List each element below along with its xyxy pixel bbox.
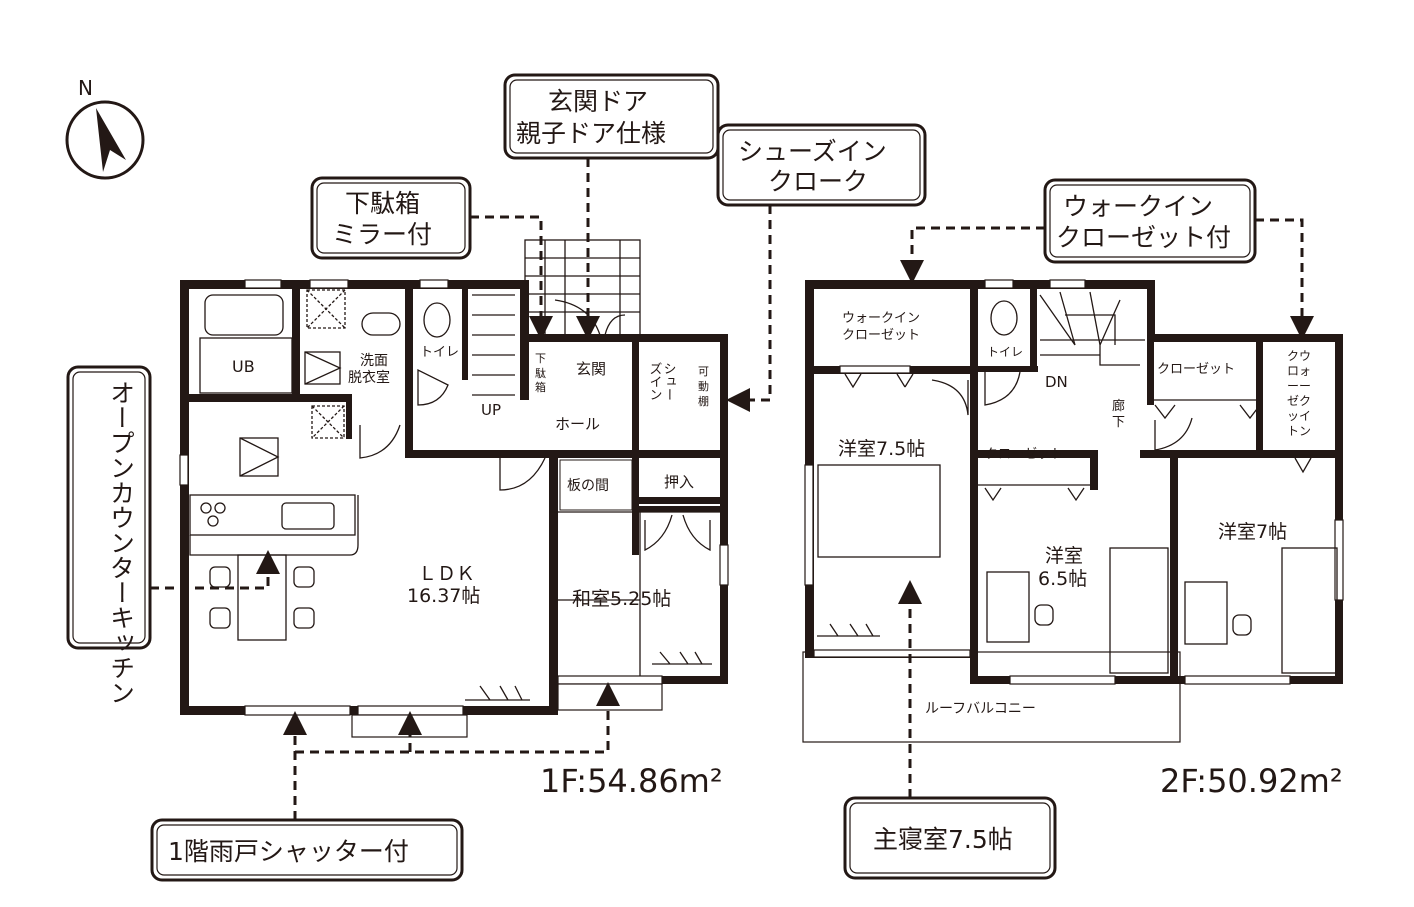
room-washitsu-label: 和室5.25帖 xyxy=(572,588,671,610)
sink-icon xyxy=(281,502,335,530)
floor1-room-labels: UB 洗面 脱衣室 トイレ UP 下 駄 箱 玄関 シュー ズイン 可 動 棚 … xyxy=(232,345,709,610)
callout-text: オープンカウンターキッチン xyxy=(107,380,136,705)
callout-shutter: 1階雨戸シャッター付 xyxy=(150,818,464,882)
room-oshiire-label: 押入 xyxy=(664,473,694,491)
floor2-windows xyxy=(804,279,1344,685)
movable-shelf-label-2: 動 xyxy=(698,379,709,393)
wic-vertical-3: ーー xyxy=(1287,379,1311,393)
room-ldk-label: ＬＤＫ xyxy=(418,563,475,585)
washing-machine-icon xyxy=(304,351,341,385)
refrigerator-icon xyxy=(239,437,279,477)
callout-entrance-door: 玄関ドア 親子ドア仕様 xyxy=(503,73,720,160)
wic-vertical-5: ッイ xyxy=(1287,409,1311,423)
shoes-cloak-label-2: ズイン xyxy=(647,362,662,401)
callout-text: クローク xyxy=(768,167,868,196)
callout-walk-in-closet: ウォークイン クローゼット付 xyxy=(1043,178,1257,264)
movable-shelf-label-1: 可 xyxy=(698,365,709,378)
stairs-up-label: UP xyxy=(481,401,501,419)
bed-icon-2 xyxy=(1109,547,1169,674)
balcony-label: ルーフバルコニー xyxy=(925,701,1036,717)
room-ldk-size: 16.37帖 xyxy=(407,585,480,607)
stairs-down-label: DN xyxy=(1045,373,1068,391)
callout-master-bedroom: 主寝室7.5帖 xyxy=(843,796,1057,880)
compass-north-label: N xyxy=(78,76,93,100)
shoe-box-label-2: 駄 xyxy=(535,366,546,380)
kitchen-counter xyxy=(189,494,356,536)
floor1-area-label: 1F:54.86m² xyxy=(540,762,723,800)
room-hall-label: ホール xyxy=(555,415,600,433)
bedroom1-label: 洋室7.5帖 xyxy=(838,438,925,460)
dining-table xyxy=(237,554,287,641)
itanoma-floor xyxy=(559,459,633,511)
callout-text: 主寝室7.5帖 xyxy=(873,825,1013,854)
room-toilet-label: トイレ xyxy=(420,345,459,360)
callout-shoes-in-cloak: シューズイン クローク xyxy=(716,123,927,207)
shoes-cloak-label-1: シュー xyxy=(661,362,676,401)
room-ub-label: UB xyxy=(232,357,255,376)
corridor-label-2: 下 xyxy=(1112,415,1125,430)
washbasin-icon xyxy=(361,312,401,336)
callout-leaders xyxy=(150,158,1314,820)
bedroom2-label-2: 6.5帖 xyxy=(1038,568,1087,590)
bedroom2-label-1: 洋室 xyxy=(1045,545,1083,567)
room-washroom-label-1: 洗面 xyxy=(360,353,388,369)
bedroom3-label: 洋室7帖 xyxy=(1218,521,1287,543)
shoe-box-label-1: 下 xyxy=(535,352,546,365)
movable-shelf-label-3: 棚 xyxy=(698,394,709,408)
wic-vertical-4: ゼク xyxy=(1287,394,1311,408)
floor2-area-label: 2F:50.92m² xyxy=(1160,762,1343,800)
floor1-fixtures xyxy=(189,289,720,701)
callout-open-kitchen: オープンカウンターキッチン xyxy=(66,365,152,705)
wic-label-1: ウォークイン xyxy=(842,311,920,326)
toilet-icon xyxy=(423,302,451,338)
bed-icon xyxy=(817,464,941,558)
toilet-icon xyxy=(990,300,1018,336)
callout-text: 1階雨戸シャッター付 xyxy=(168,837,409,866)
floor2-plan: ウォークイン クローゼット トイレ DN 廊 下 クローゼット クローゼット ク… xyxy=(802,279,1344,800)
callout-text: 下駄箱 xyxy=(345,189,420,218)
desk-icon-2 xyxy=(1184,581,1228,645)
floor1-walls xyxy=(180,280,728,715)
floor1-plan: UB 洗面 脱衣室 トイレ UP 下 駄 箱 玄関 シュー ズイン 可 動 棚 … xyxy=(179,239,729,800)
skylight-icon xyxy=(306,289,346,329)
room-itanoma-label: 板の間 xyxy=(567,478,609,494)
callout-text: ウォークイン xyxy=(1063,192,1213,221)
wic-vertical-2: ロォ xyxy=(1287,364,1311,378)
closet-a-label: クローゼット xyxy=(1157,362,1235,377)
bed-icon-3 xyxy=(1281,547,1338,674)
floor1-windows xyxy=(179,279,729,738)
wic-label-2: クローゼット xyxy=(842,328,920,343)
callout-shoe-box: 下駄箱 ミラー付 xyxy=(310,176,472,260)
callout-text: ミラー付 xyxy=(332,220,432,249)
callout-text: 親子ドア仕様 xyxy=(516,119,666,148)
staircase-icon xyxy=(1039,291,1145,366)
shoe-box-label-3: 箱 xyxy=(535,380,546,394)
corridor-label-1: 廊 xyxy=(1112,398,1125,414)
callout-open-kitchen-text: オープンカウンターキッチン xyxy=(107,380,136,705)
room-toilet2-label: トイレ xyxy=(987,345,1023,359)
wic-vertical-6: トン xyxy=(1287,424,1311,438)
callout-text: シューズイン xyxy=(738,137,887,166)
callout-text: 玄関ドア xyxy=(548,87,648,116)
stove-icon xyxy=(200,502,212,514)
floor2-room-labels: ウォークイン クローゼット トイレ DN 廊 下 クローゼット クローゼット ク… xyxy=(838,311,1311,717)
desk-icon xyxy=(986,571,1030,643)
floor2-fixtures xyxy=(817,291,1338,674)
north-compass-icon: N xyxy=(65,76,145,180)
wic-vertical-1: クウ xyxy=(1287,349,1311,363)
closet-b-label: クローゼット xyxy=(985,447,1063,462)
callout-text: クローゼット付 xyxy=(1056,223,1231,252)
bathtub-icon xyxy=(204,294,284,336)
room-washroom-label-2: 脱衣室 xyxy=(348,369,390,386)
roof-balcony xyxy=(802,651,1181,743)
room-entrance-label: 玄関 xyxy=(576,360,606,378)
